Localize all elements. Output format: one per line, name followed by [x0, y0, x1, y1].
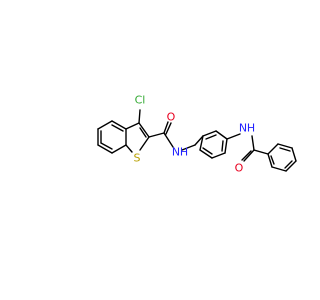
- molecule-diagram: Cl S O N H N H O: [97, 94, 297, 175]
- amide-nitrogen-1-label: N: [172, 146, 180, 159]
- carbonyl-oxygen-2-label: O: [235, 162, 244, 175]
- chlorine-atom-label: Cl: [135, 94, 146, 107]
- sulfur-atom-label: S: [134, 152, 141, 165]
- amide-nitrogen-2-label: N: [239, 122, 247, 135]
- atom-labels: Cl S O N H N H O: [134, 94, 256, 175]
- carbonyl-oxygen-1-label: O: [167, 111, 176, 124]
- amide-hydrogen-2-label: H: [247, 122, 255, 135]
- bond-lines: [97, 109, 297, 172]
- amide-hydrogen-1-label: H: [180, 146, 188, 159]
